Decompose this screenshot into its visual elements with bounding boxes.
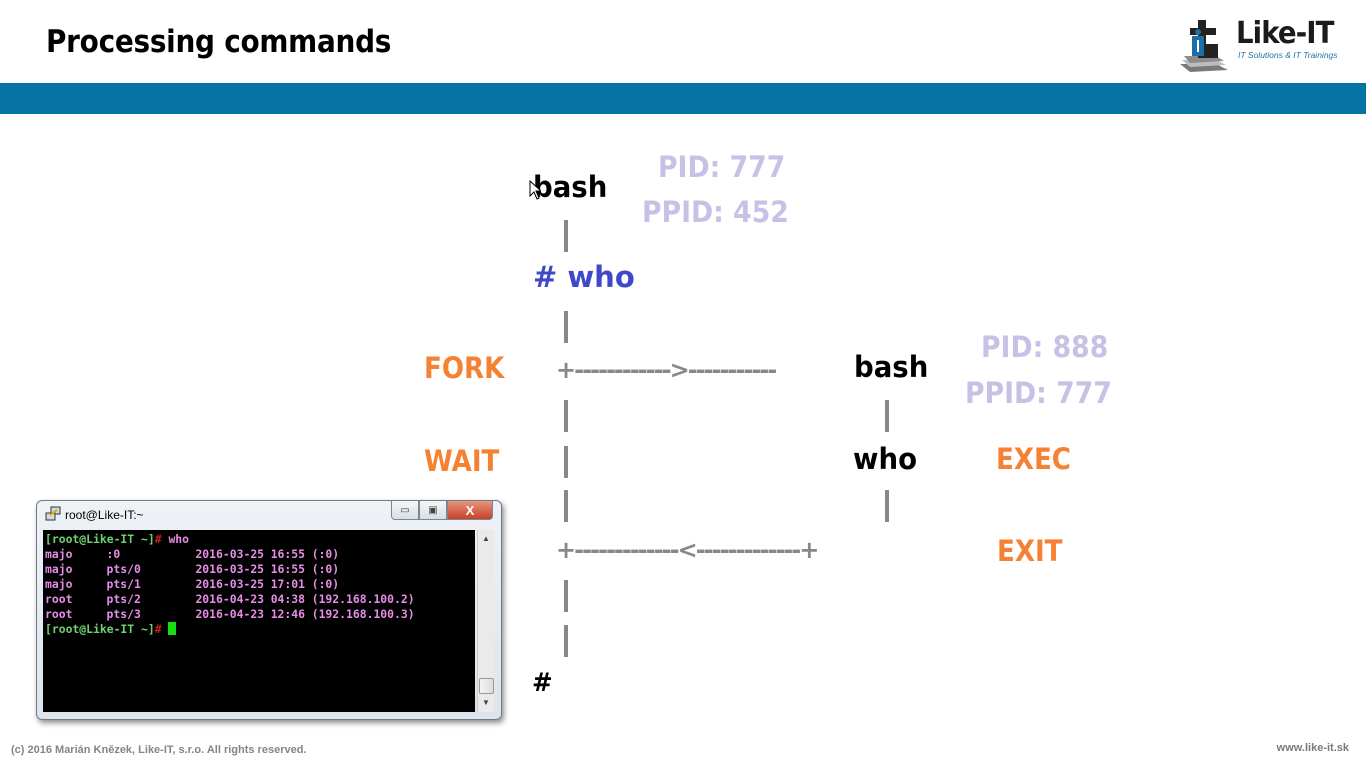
mouse-pointer-icon xyxy=(529,180,541,200)
prompt-symbol: # xyxy=(154,622,162,636)
who-output-row: majo pts/0 2016-03-25 16:55 (:0) xyxy=(45,562,475,577)
maximize-button[interactable]: ▣ xyxy=(419,501,447,520)
child-command: who xyxy=(853,442,918,476)
who-tty: :0 xyxy=(106,547,121,561)
who-output-row: majo :0 2016-03-25 16:55 (:0) xyxy=(45,547,475,562)
who-output-row: majo pts/1 2016-03-25 17:01 (:0) xyxy=(45,577,475,592)
logo-tagline: IT Solutions & IT Trainings xyxy=(1238,50,1338,60)
who-from: (:0) xyxy=(311,562,340,576)
who-output-row: root pts/2 2016-04-23 04:38 (192.168.100.2) xyxy=(45,592,475,607)
step-exec: EXEC xyxy=(996,442,1071,476)
who-time: 17:01 xyxy=(270,577,305,591)
child-process-name: bash xyxy=(854,350,929,384)
who-date: 2016-04-23 xyxy=(195,607,265,621)
step-wait: WAIT xyxy=(424,444,500,478)
who-from: (192.168.100.2) xyxy=(311,592,415,606)
putty-icon xyxy=(45,506,61,521)
parent-line-segment xyxy=(564,446,568,478)
close-button[interactable]: X xyxy=(447,501,493,520)
who-user: root xyxy=(45,592,73,606)
page-title: Processing commands xyxy=(46,24,392,60)
who-user: root xyxy=(45,607,73,621)
child-pid: PID: 888 xyxy=(981,330,1109,364)
parent-line-segment xyxy=(564,625,568,657)
like-it-logo: Like-IT IT Solutions & IT Trainings xyxy=(1176,14,1356,74)
parent-line-segment xyxy=(564,490,568,522)
scroll-up-arrow-icon[interactable]: ▲ xyxy=(482,534,490,543)
terminal-window[interactable]: root@Like-IT:~ ▭ ▣ X [root@Like-IT ~]# w… xyxy=(36,500,502,720)
who-time: 04:38 xyxy=(270,592,305,606)
parent-pid: PID: 777 xyxy=(658,150,786,184)
who-user: majo xyxy=(45,577,73,591)
text-cursor xyxy=(168,622,177,635)
who-user: majo xyxy=(45,547,73,561)
step-exit: EXIT xyxy=(997,534,1063,568)
who-tty: pts/3 xyxy=(106,607,141,621)
logo-icon xyxy=(1180,20,1228,72)
scrollbar-thumb[interactable] xyxy=(479,678,494,694)
header-band xyxy=(0,83,1366,114)
minimize-button[interactable]: ▭ xyxy=(391,501,419,520)
who-time: 16:55 xyxy=(270,547,305,561)
exit-arrow: +-------------<-------------+ xyxy=(556,536,819,564)
who-time: 12:46 xyxy=(270,607,305,621)
typed-command: who xyxy=(161,532,190,546)
prompt-end: # xyxy=(532,668,553,698)
parent-line-segment xyxy=(564,400,568,432)
window-title: root@Like-IT:~ xyxy=(65,508,144,522)
prompt: [root@Like-IT ~] xyxy=(45,622,155,636)
prompt: [root@Like-IT ~] xyxy=(45,532,155,546)
scroll-down-arrow-icon[interactable]: ▼ xyxy=(482,698,490,707)
who-from: (:0) xyxy=(311,547,340,561)
parent-line-segment xyxy=(564,580,568,612)
copyright-text: (c) 2016 Marián Knězek, Like-IT, s.r.o. … xyxy=(11,744,307,756)
vertical-scrollbar[interactable]: ▲ ▼ xyxy=(477,530,494,712)
who-time: 16:55 xyxy=(270,562,305,576)
fork-arrow: +------------>----------- xyxy=(556,356,777,384)
child-line-segment xyxy=(885,490,889,522)
active-prompt-line[interactable]: [root@Like-IT ~]# xyxy=(45,622,475,637)
child-ppid: PPID: 777 xyxy=(965,376,1112,410)
who-from: (192.168.100.3) xyxy=(311,607,415,621)
step-fork: FORK xyxy=(424,351,505,385)
window-controls: ▭ ▣ X xyxy=(391,501,493,521)
parent-process-name: bash xyxy=(533,170,608,204)
who-date: 2016-04-23 xyxy=(195,592,265,606)
who-output-row: root pts/3 2016-04-23 12:46 (192.168.100.3) xyxy=(45,607,475,622)
who-tty: pts/1 xyxy=(106,577,141,591)
parent-line-segment xyxy=(564,311,568,343)
who-date: 2016-03-25 xyxy=(195,562,265,576)
who-user: majo xyxy=(45,562,73,576)
prompt-symbol: # xyxy=(154,532,162,546)
who-tty: pts/0 xyxy=(106,562,141,576)
command-line: [root@Like-IT ~]# who xyxy=(45,532,475,547)
parent-command: # who xyxy=(533,260,635,294)
who-date: 2016-03-25 xyxy=(195,547,265,561)
who-tty: pts/2 xyxy=(106,592,141,606)
logo-name: Like-IT xyxy=(1236,16,1334,51)
parent-line-segment xyxy=(564,220,568,252)
who-from: (:0) xyxy=(311,577,340,591)
who-date: 2016-03-25 xyxy=(195,577,265,591)
website-link[interactable]: www.like-it.sk xyxy=(1276,742,1349,754)
child-line-segment xyxy=(885,400,889,432)
parent-ppid: PPID: 452 xyxy=(642,195,789,229)
